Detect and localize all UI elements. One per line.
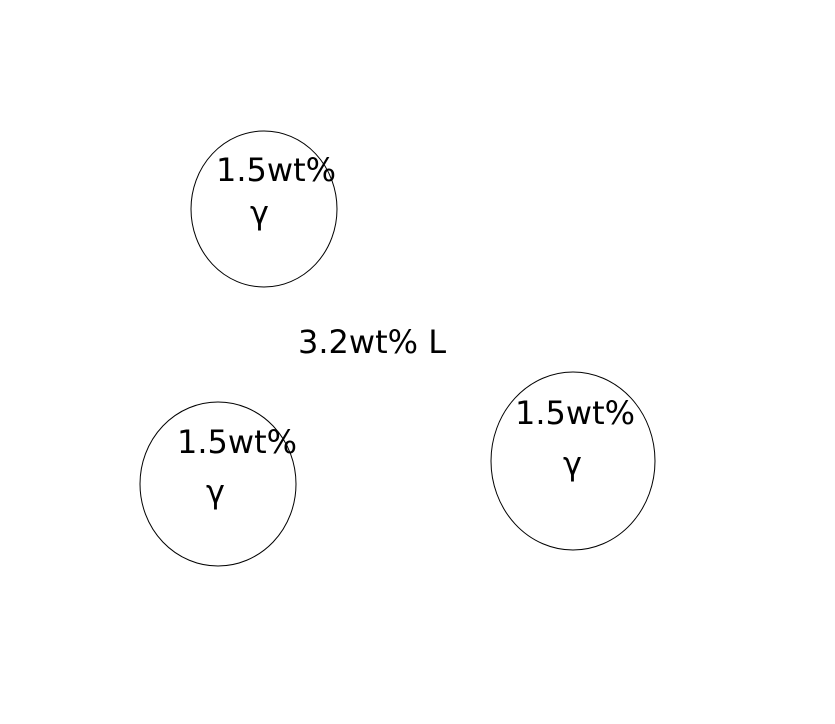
liquid-matrix-label: 3.2wt% L <box>298 323 446 361</box>
gamma-grain-bottom-left: 1.5wt% γ <box>139 401 297 567</box>
grain-outline <box>490 371 656 551</box>
grain-composition-label: 1.5wt% <box>216 151 336 189</box>
grain-composition-label: 1.5wt% <box>515 394 635 432</box>
grain-phase-label: γ <box>563 445 582 483</box>
grain-outline <box>190 130 338 288</box>
gamma-grain-top: 1.5wt% γ <box>190 130 338 288</box>
grain-outline <box>139 401 297 567</box>
grain-composition-label: 1.5wt% <box>177 423 297 461</box>
grain-phase-label: γ <box>250 194 269 232</box>
grain-phase-label: γ <box>206 473 225 511</box>
gamma-grain-right: 1.5wt% γ <box>490 371 656 551</box>
